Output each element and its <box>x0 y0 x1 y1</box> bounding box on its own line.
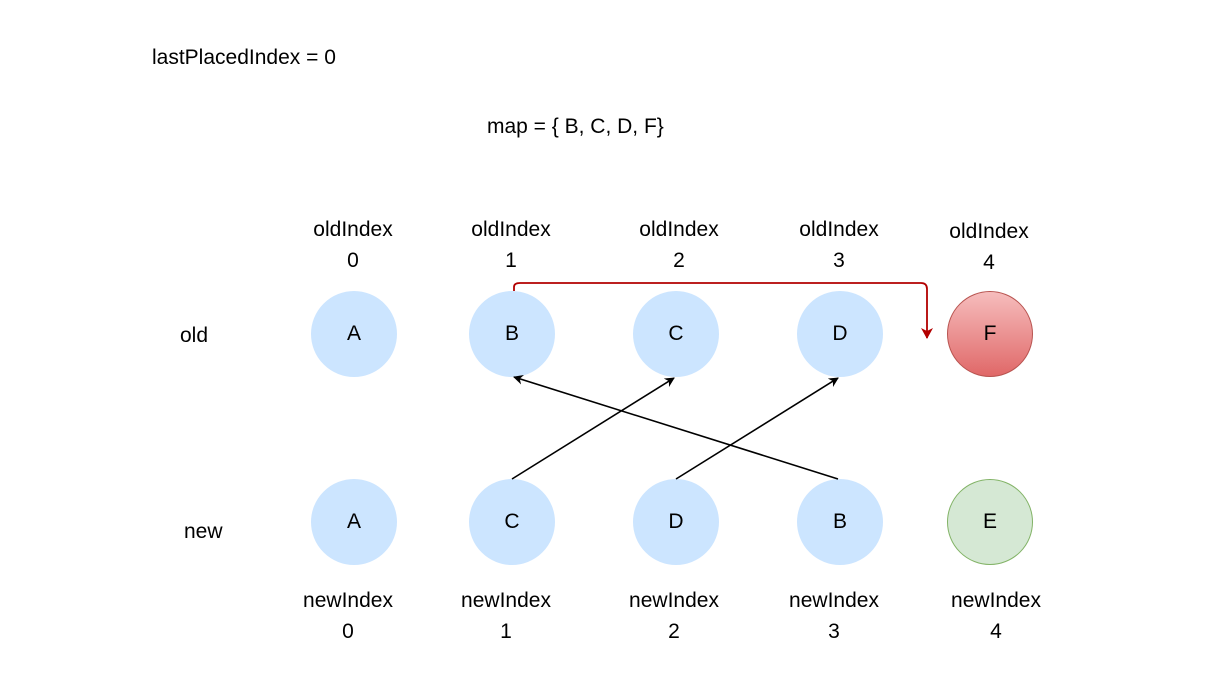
old-index-label-1: oldIndex 1 <box>441 214 581 276</box>
node-letter: C <box>668 322 684 345</box>
new-index-value: 3 <box>828 620 840 643</box>
new-node-e-inserted: E <box>947 479 1033 565</box>
old-index-label-4: oldIndex 4 <box>919 216 1059 278</box>
edge-new-c-to-old-c <box>511 377 675 480</box>
old-node-f-deleted: F <box>947 291 1033 377</box>
old-row-label: old <box>180 324 209 347</box>
node-letter: A <box>346 510 361 533</box>
new-index-title: newIndex <box>789 589 879 612</box>
old-index-title: oldIndex <box>799 218 879 241</box>
node-letter: A <box>346 322 361 345</box>
old-index-title: oldIndex <box>471 218 551 241</box>
node-letter: D <box>832 322 848 345</box>
new-index-label-2: newIndex 2 <box>604 585 744 647</box>
old-index-label-2: oldIndex 2 <box>609 214 749 276</box>
new-index-label-1: newIndex 1 <box>436 585 576 647</box>
new-node-d: D <box>633 479 719 565</box>
node-letter: B <box>504 322 519 345</box>
new-node-a: A <box>311 479 397 565</box>
old-index-label-0: oldIndex 0 <box>283 214 423 276</box>
old-node-a: A <box>311 291 397 377</box>
old-index-value: 3 <box>833 249 845 272</box>
old-index-title: oldIndex <box>313 218 393 241</box>
node-letter: E <box>982 510 997 533</box>
old-node-b: B <box>469 291 555 377</box>
new-row-label: new <box>184 520 223 543</box>
old-index-value: 1 <box>505 249 517 272</box>
map-label: map = { B, C, D, F} <box>487 115 664 138</box>
new-index-title: newIndex <box>951 589 1041 612</box>
old-index-value: 4 <box>983 251 995 274</box>
new-index-value: 4 <box>990 620 1002 643</box>
old-index-value: 0 <box>347 249 359 272</box>
node-letter: F <box>983 322 997 345</box>
edge-new-d-to-old-d <box>675 377 839 480</box>
old-index-title: oldIndex <box>949 220 1029 243</box>
edge-new-b-to-old-b <box>513 374 839 480</box>
old-node-c: C <box>633 291 719 377</box>
new-index-value: 1 <box>500 620 512 643</box>
new-node-c: C <box>469 479 555 565</box>
new-index-label-3: newIndex 3 <box>764 585 904 647</box>
node-letter: B <box>832 510 847 533</box>
new-node-b: B <box>797 479 883 565</box>
new-index-title: newIndex <box>461 589 551 612</box>
old-index-title: oldIndex <box>639 218 719 241</box>
new-index-value: 2 <box>668 620 680 643</box>
node-letter: C <box>504 510 520 533</box>
new-index-label-4: newIndex 4 <box>926 585 1066 647</box>
old-index-label-3: oldIndex 3 <box>769 214 909 276</box>
old-node-d: D <box>797 291 883 377</box>
last-placed-index-label: lastPlacedIndex = 0 <box>152 46 336 69</box>
new-index-label-0: newIndex 0 <box>278 585 418 647</box>
new-index-title: newIndex <box>629 589 719 612</box>
new-index-value: 0 <box>342 620 354 643</box>
old-index-value: 2 <box>673 249 685 272</box>
node-letter: D <box>668 510 684 533</box>
new-index-title: newIndex <box>303 589 393 612</box>
